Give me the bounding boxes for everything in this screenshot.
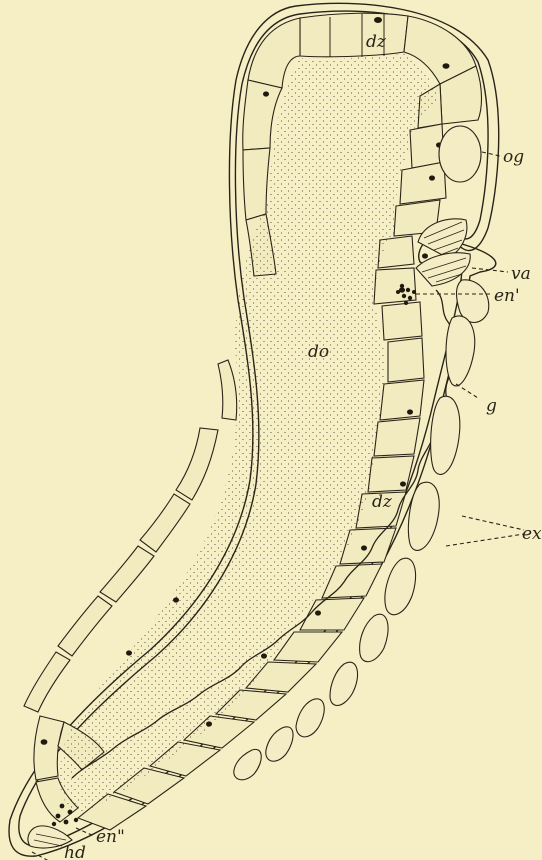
og-structure bbox=[439, 126, 481, 182]
label-hd: hd bbox=[64, 843, 86, 860]
label-og: og bbox=[503, 147, 524, 167]
label-dz-top: dz bbox=[366, 32, 387, 52]
label-en-double-prime: en" bbox=[96, 827, 125, 847]
label-g: g bbox=[486, 396, 497, 416]
label-en-prime: en' bbox=[494, 286, 520, 306]
label-ex: ex bbox=[522, 524, 542, 544]
label-dz-mid: dz bbox=[372, 492, 393, 512]
label-do: do bbox=[308, 342, 329, 362]
label-va: va bbox=[511, 264, 531, 284]
